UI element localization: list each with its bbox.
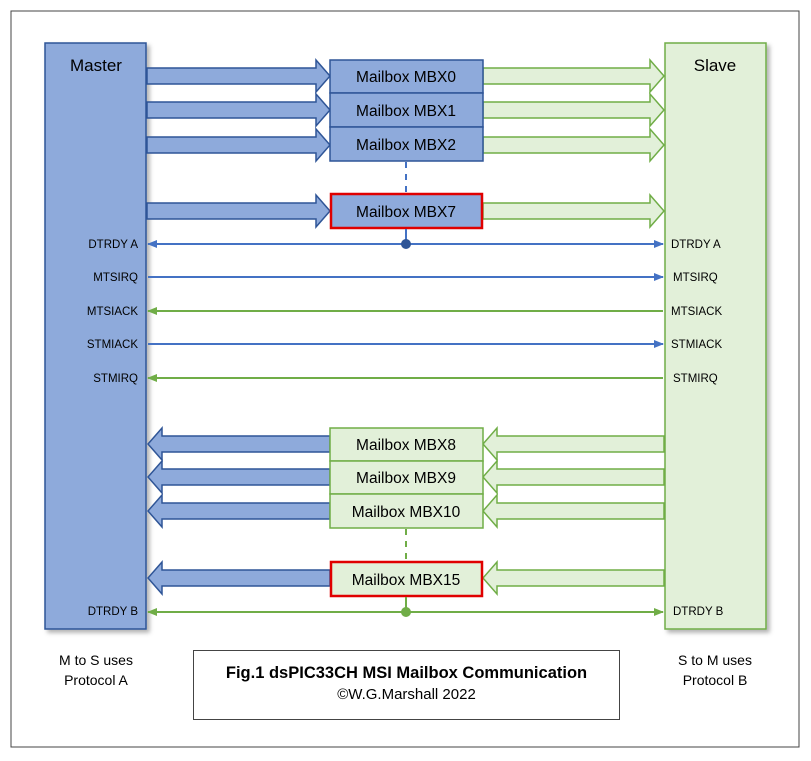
arrow-master-to-mbx1 (146, 92, 331, 128)
s2m-green-arrows (482, 426, 665, 596)
label-mtsiack-right: MTSIACK (671, 306, 722, 318)
arrow-master-to-mbx0 (146, 58, 331, 94)
arrow-mbx9-to-master (147, 459, 331, 495)
mailbox-mbx10-label: Mailbox MBX10 (352, 504, 461, 521)
signal-labels-right: DTRDY A MTSIRQ MTSIACK STMIACK STMIRQ DT… (671, 239, 724, 618)
mailbox-mbx1-label: Mailbox MBX1 (356, 103, 456, 120)
master-footer: M to S uses Protocol A (40, 650, 152, 690)
arrow-slave-to-mbx8 (482, 426, 665, 462)
label-dtrdy-b-right: DTRDY B (673, 606, 724, 618)
m2s-green-arrows (482, 58, 665, 229)
label-dtrdy-a-right: DTRDY A (671, 239, 721, 251)
arrow-mbx10-to-master (147, 493, 331, 529)
arrow-mbx1-to-slave (482, 92, 665, 128)
arrow-master-to-mbx2 (146, 127, 331, 163)
arrow-slave-to-mbx15 (482, 560, 665, 596)
mailbox-mbx0-label: Mailbox MBX0 (356, 69, 456, 86)
arrow-mbx0-to-slave (482, 58, 665, 94)
m2s-blue-arrows (146, 58, 331, 229)
figure-caption-box: Fig.1 dsPIC33CH MSI Mailbox Communicatio… (193, 650, 620, 720)
mailbox-mbx0 (329, 59, 484, 94)
label-dtrdy-b-left: DTRDY B (88, 606, 139, 618)
m2s-mailboxes: Mailbox MBX0 Mailbox MBX1 Mailbox MBX2 M… (329, 59, 484, 230)
mailbox-mbx9 (329, 460, 484, 495)
figure-caption-copyright: ©W.G.Marshall 2022 (337, 686, 476, 703)
slave-footer: S to M uses Protocol B (659, 650, 771, 690)
slave-footer-line2: Protocol B (682, 672, 748, 688)
s2m-mailboxes: Mailbox MBX8 Mailbox MBX9 Mailbox MBX10 … (329, 427, 484, 598)
arrow-slave-to-mbx10 (482, 493, 665, 529)
mailbox-mbx8-label: Mailbox MBX8 (356, 437, 456, 454)
mailbox-mbx10 (329, 493, 484, 529)
arrow-mbx2-to-slave (482, 127, 665, 163)
mailbox-mbx9-label: Mailbox MBX9 (356, 470, 456, 487)
label-stmiack-left: STMIACK (87, 339, 138, 351)
arrow-master-to-mbx7 (146, 193, 331, 229)
mailbox-mbx1 (329, 92, 484, 128)
master-footer-line1: M to S uses (59, 652, 133, 668)
arrow-mbx8-to-master (147, 426, 331, 462)
label-mtsirq-left: MTSIRQ (93, 272, 138, 284)
label-stmirq-left: STMIRQ (93, 373, 138, 385)
figure-caption-title: Fig.1 dsPIC33CH MSI Mailbox Communicatio… (225, 664, 588, 682)
master-title: Master (70, 56, 122, 75)
arrow-mbx15-to-master (147, 560, 331, 596)
mailbox-mbx15 (329, 560, 484, 598)
arrow-slave-to-mbx9 (482, 459, 665, 495)
signal-labels-left: DTRDY A MTSIRQ MTSIACK STMIACK STMIRQ DT… (87, 239, 138, 618)
dtrdy-a-junction (401, 239, 411, 249)
mailbox-mbx2-label: Mailbox MBX2 (356, 137, 456, 154)
label-stmiack-right: STMIACK (671, 339, 722, 351)
label-stmirq-right: STMIRQ (673, 373, 718, 385)
label-mtsirq-right: MTSIRQ (673, 272, 718, 284)
s2m-blue-arrows (147, 426, 331, 596)
dtrdy-b-junction (401, 607, 411, 617)
mailbox-mbx7-label: Mailbox MBX7 (356, 204, 456, 221)
slave-title: Slave (694, 56, 737, 75)
mailbox-mbx7 (329, 192, 484, 230)
master-footer-line2: Protocol A (64, 672, 128, 688)
slave-block (664, 42, 767, 630)
arrow-mbx7-to-slave (482, 193, 665, 229)
label-mtsiack-left: MTSIACK (87, 306, 138, 318)
mailbox-mbx15-label: Mailbox MBX15 (352, 572, 461, 589)
master-block (44, 42, 147, 630)
mailbox-mbx2 (329, 126, 484, 162)
label-dtrdy-a-left: DTRDY A (88, 239, 138, 251)
slave-footer-line1: S to M uses (678, 652, 752, 668)
